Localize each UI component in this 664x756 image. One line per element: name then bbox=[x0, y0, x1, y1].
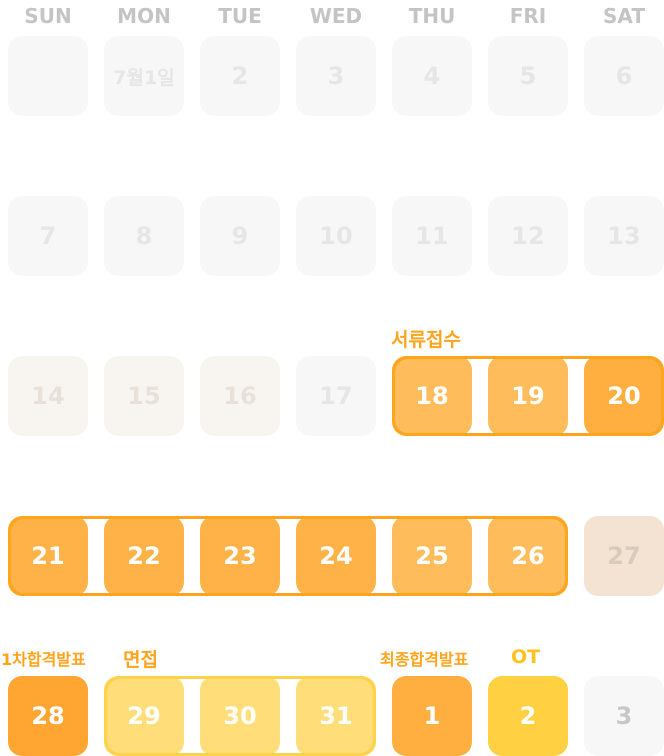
day-cell-23[interactable]: 23 bbox=[200, 516, 280, 596]
day-cell-11[interactable]: 11 bbox=[392, 196, 472, 276]
day-cell-2[interactable]: 2 bbox=[200, 36, 280, 116]
day-cell-16[interactable]: 16 bbox=[200, 356, 280, 436]
weekday-mon: MON bbox=[117, 4, 171, 28]
day-cell-30[interactable]: 30 bbox=[200, 676, 280, 756]
day-cell-6[interactable]: 6 bbox=[584, 36, 664, 116]
event-label-first-result: 1차합격발표 bbox=[1, 650, 86, 669]
day-cell-17[interactable]: 17 bbox=[296, 356, 376, 436]
day-cell-14[interactable]: 14 bbox=[8, 356, 88, 436]
day-cell-29[interactable]: 29 bbox=[104, 676, 184, 756]
event-label-final-result: 최종합격발표 bbox=[380, 650, 469, 669]
day-cell-10[interactable]: 10 bbox=[296, 196, 376, 276]
event-label-ot: OT bbox=[511, 646, 541, 668]
weekday-thu: THU bbox=[408, 4, 456, 28]
day-cell-5[interactable]: 5 bbox=[488, 36, 568, 116]
day-cell-27[interactable]: 27 bbox=[584, 516, 664, 596]
day-cell-9[interactable]: 9 bbox=[200, 196, 280, 276]
day-cell-aug-1[interactable]: 1 bbox=[392, 676, 472, 756]
weekday-sat: SAT bbox=[603, 4, 645, 28]
day-cell-19[interactable]: 19 bbox=[488, 356, 568, 436]
event-label-interview: 면접 bbox=[123, 649, 158, 671]
day-cell-jul-1[interactable]: 7월1일 bbox=[104, 36, 184, 116]
day-cell-12[interactable]: 12 bbox=[488, 196, 568, 276]
day-cell-25[interactable]: 25 bbox=[392, 516, 472, 596]
day-cell-24[interactable]: 24 bbox=[296, 516, 376, 596]
day-cell-21[interactable]: 21 bbox=[8, 516, 88, 596]
day-cell-8[interactable]: 8 bbox=[104, 196, 184, 276]
day-cell-18[interactable]: 18 bbox=[392, 356, 472, 436]
weekday-sun: SUN bbox=[24, 4, 72, 28]
document-submission-range-continued bbox=[8, 516, 568, 596]
event-label-document-submission: 서류접수 bbox=[391, 329, 461, 351]
day-cell-7[interactable]: 7 bbox=[8, 196, 88, 276]
day-cell-22[interactable]: 22 bbox=[104, 516, 184, 596]
day-cell-20[interactable]: 20 bbox=[584, 356, 664, 436]
day-cell-3[interactable]: 3 bbox=[296, 36, 376, 116]
day-cell-aug-2[interactable]: 2 bbox=[488, 676, 568, 756]
weekday-tue: TUE bbox=[218, 4, 262, 28]
weekday-fri: FRI bbox=[509, 4, 547, 28]
day-cell-28[interactable]: 28 bbox=[8, 676, 88, 756]
weekday-wed: WED bbox=[309, 4, 363, 28]
day-cell-aug-3[interactable]: 3 bbox=[584, 676, 664, 756]
day-cell-15[interactable]: 15 bbox=[104, 356, 184, 436]
day-cell-26[interactable]: 26 bbox=[488, 516, 568, 596]
day-cell-13[interactable]: 13 bbox=[584, 196, 664, 276]
day-cell-31[interactable]: 31 bbox=[296, 676, 376, 756]
day-cell-4[interactable]: 4 bbox=[392, 36, 472, 116]
day-cell-empty bbox=[8, 36, 88, 116]
